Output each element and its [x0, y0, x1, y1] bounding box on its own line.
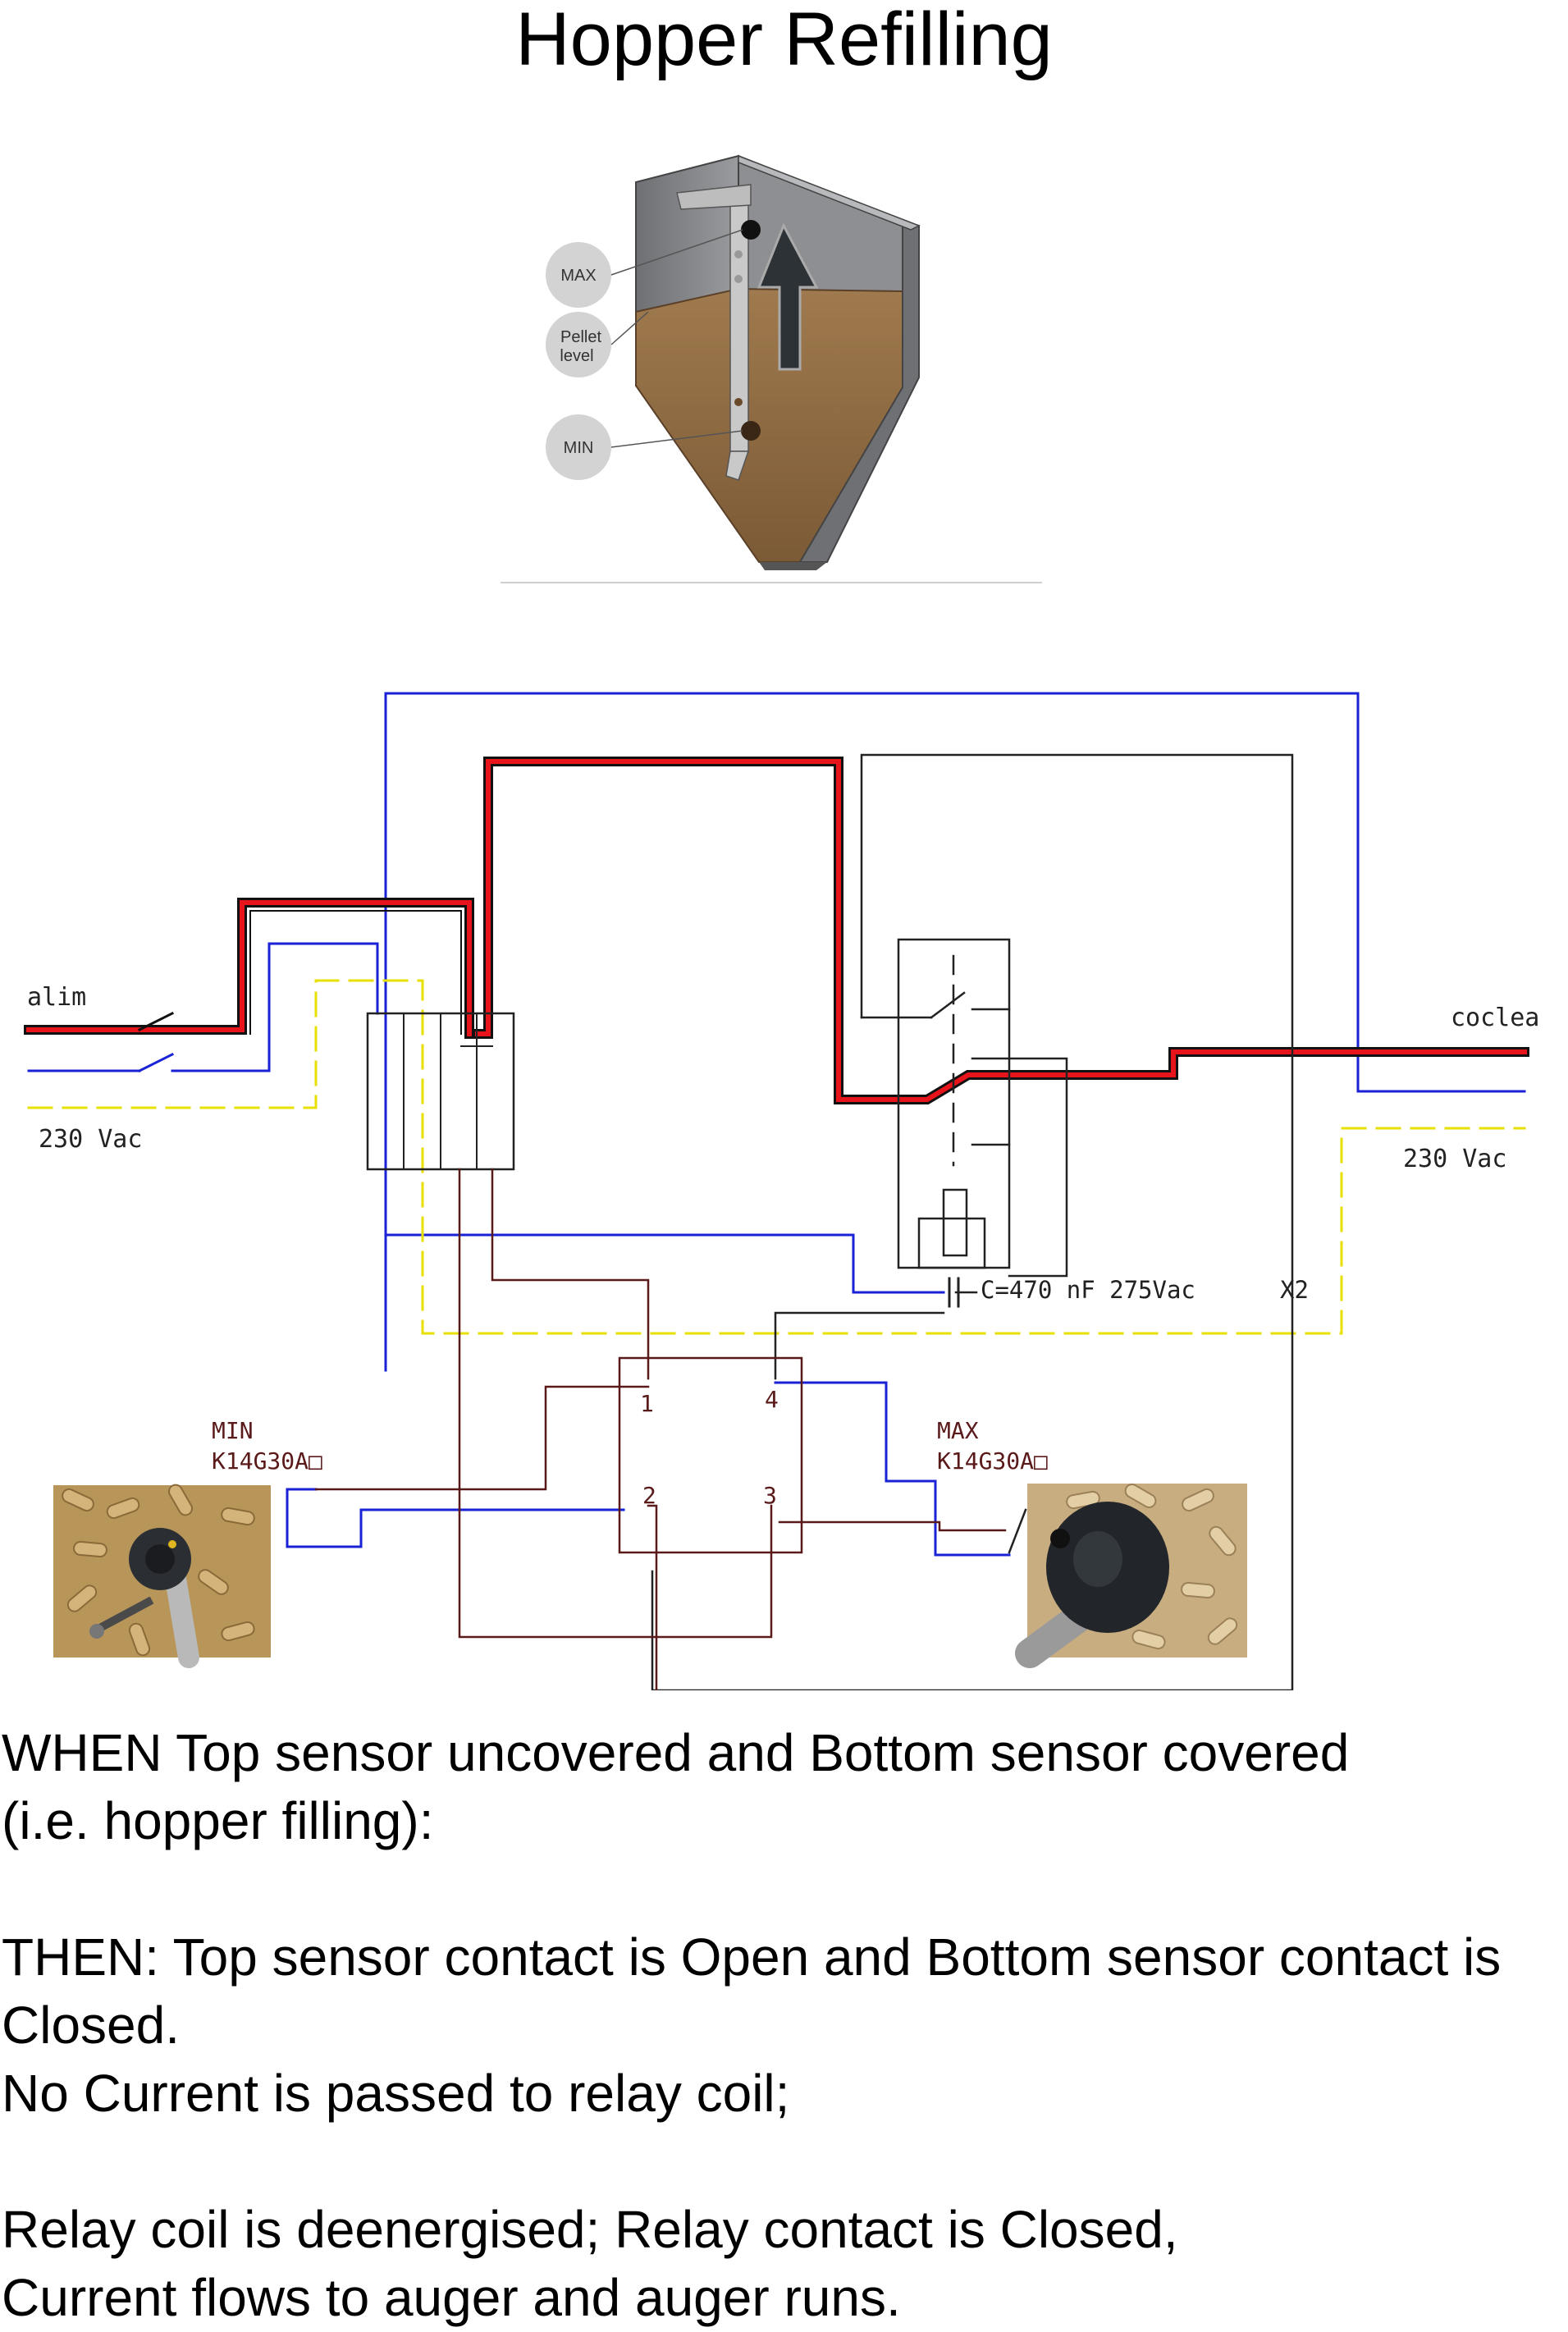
result-line-5: Current flows to auger and auger runs. — [2, 2268, 901, 2327]
load-label: coclea — [1451, 1004, 1539, 1032]
min-callout-line — [610, 430, 743, 448]
hopper-rim — [738, 154, 921, 231]
page-title: Hopper Refilling — [515, 0, 1053, 81]
neutral-wire-to-capacitor — [384, 1164, 945, 1294]
terminal-1-label: 1 — [640, 1390, 654, 1417]
max-callout-line — [610, 229, 743, 276]
terminal-3-label: 3 — [763, 1482, 777, 1509]
load-voltage-label: 230 Vac — [1403, 1145, 1506, 1173]
phase-wire-loop — [475, 759, 1527, 1102]
pellet-label-line1: Pellet — [560, 328, 601, 346]
relay-contact-blade — [930, 991, 966, 1019]
earth-wire-input — [27, 979, 1526, 1335]
sensor-wire-max-loop — [778, 1520, 1007, 1532]
phase-inner-return — [249, 910, 462, 1035]
result-line-4: Relay coil is deenergised; Relay contact… — [2, 2200, 1178, 2259]
supply-voltage-label: 230 Vac — [39, 1125, 142, 1154]
sensor-wire-terminal-2 — [647, 1504, 658, 1690]
max-sensor-model: K14G30A□ — [937, 1447, 1048, 1475]
supply-label: alim — [27, 983, 86, 1012]
relay-contact-load — [971, 1057, 1068, 1278]
max-callout-bubble — [546, 242, 611, 308]
min-sensor-photo — [53, 1484, 271, 1668]
terminal-2-label: 2 — [642, 1482, 656, 1509]
fill-direction-arrow-icon — [757, 222, 819, 371]
condition-line-2: (i.e. hopper filling): — [2, 1791, 434, 1850]
phase-wire-input — [26, 900, 472, 1036]
neutral-wire-to-terminal — [171, 942, 379, 1072]
min-sensor-model: K14G30A□ — [212, 1447, 322, 1475]
wiring-schematic: alim 230 Vac coclea 230 Vac C=470 nF 275… — [24, 692, 1539, 1690]
bracket-hole — [734, 398, 743, 406]
max-sensor-dot — [741, 220, 761, 240]
hopper-base — [759, 562, 827, 570]
terminal-4-label: 4 — [765, 1386, 779, 1413]
relay-coil-frame — [917, 1217, 986, 1269]
pellet-callout-line — [610, 311, 649, 345]
pellet-label-line2: level — [560, 347, 593, 365]
sensor-wire-min-loop — [314, 1385, 650, 1491]
bracket-top — [676, 184, 752, 210]
relay-supply-wire — [651, 753, 1294, 1690]
min-sensor-dot — [741, 421, 761, 441]
neutral-wire-top — [384, 692, 1526, 1372]
max-sensor-switch-blade — [1008, 1508, 1027, 1554]
pellet-callout-bubble — [546, 312, 611, 377]
max-label: MAX — [560, 267, 596, 285]
min-label: MIN — [564, 439, 594, 457]
phase-switch-blade — [137, 1011, 175, 1032]
condition-line-1: WHEN Top sensor uncovered and Bottom sen… — [2, 1723, 1350, 1782]
sensor-junction-box — [618, 1356, 803, 1554]
explanation-text: WHEN Top sensor uncovered and Bottom sen… — [2, 1719, 1565, 2332]
min-callout-bubble — [546, 414, 611, 480]
max-sensor-photo — [1015, 1484, 1247, 1668]
sensor-wire-terminal-1 — [491, 1168, 650, 1380]
bracket-hole — [734, 250, 743, 258]
bracket-foot — [725, 450, 750, 481]
relay-coil — [942, 1188, 968, 1257]
result-line-2: Closed. — [2, 1996, 180, 2055]
max-sensor-name: MAX — [937, 1417, 979, 1444]
hopper-illustration: MAX Pellet level MIN — [501, 154, 1042, 583]
capacitor-label: C=470 nF 275Vac — [981, 1276, 1195, 1304]
result-line-3: No Current is passed to relay coil; — [2, 2064, 790, 2123]
coil-wire-to-terminal-4 — [774, 1311, 945, 1380]
bracket-hole — [734, 275, 743, 283]
capacitor-ref-label: X2 — [1280, 1276, 1309, 1304]
neutral-wire-max-sensor — [774, 1381, 1011, 1557]
sensor-wire-terminal-3 — [458, 1168, 773, 1639]
phase-wire-loop-outline — [473, 757, 1529, 1104]
neutral-switch-blade — [137, 1052, 175, 1073]
result-line-1: THEN: Top sensor contact is Open and Bot… — [2, 1927, 1502, 1987]
pellet-fill — [635, 287, 903, 563]
sensor-bracket — [729, 204, 749, 452]
min-sensor-name: MIN — [212, 1417, 254, 1444]
neutral-wire-min-sensor — [286, 1488, 625, 1548]
